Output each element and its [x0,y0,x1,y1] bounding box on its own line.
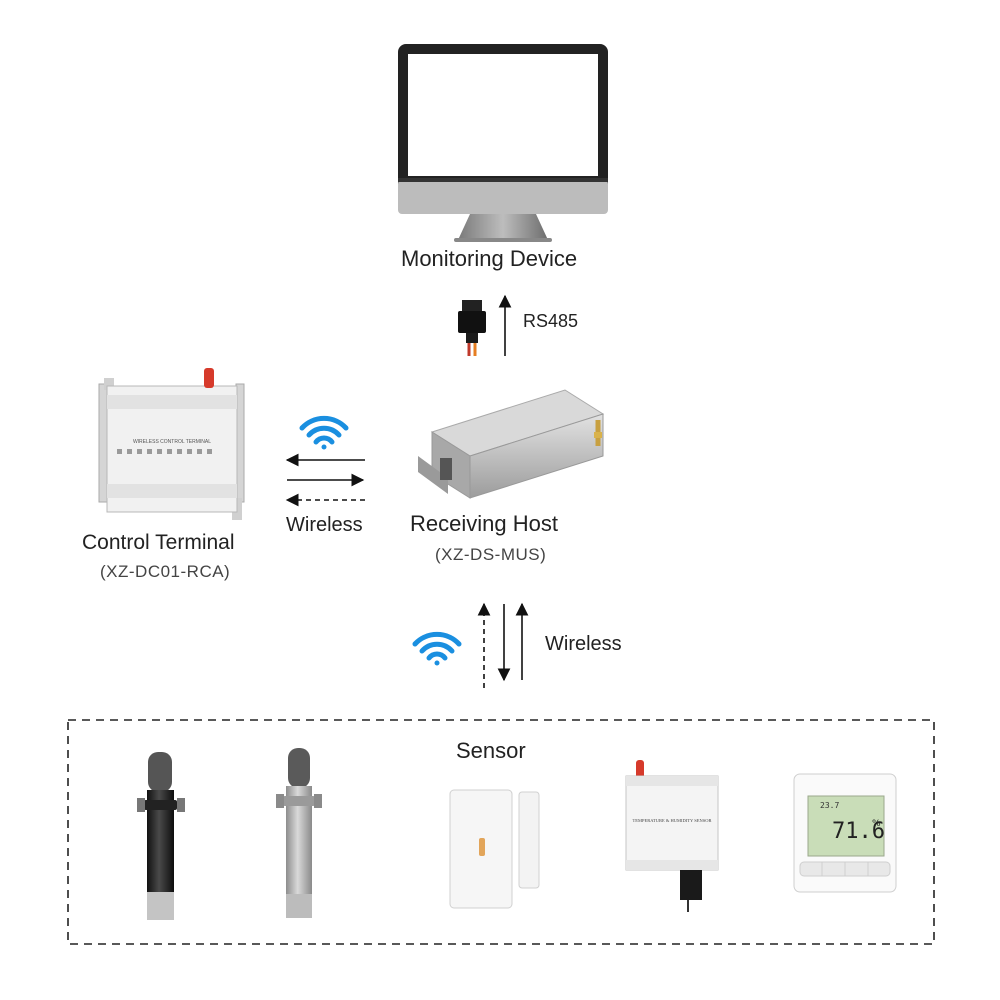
temperature-humidity-sensor [625,760,719,912]
thermostat-temp-readout: 23.7 [820,801,839,810]
terminal-link-label: Wireless [286,514,363,536]
sensor-group-title: Sensor [456,738,526,763]
receiving-host-label: Receiving Host [410,511,558,536]
thermostat-device [793,773,897,893]
rs485-label: RS485 [523,311,579,331]
th-sensor-panel-text: TEMPERATURE & HUMIDITY SENSOR [633,818,712,823]
control-terminal-device [98,368,245,520]
control-terminal-model: (XZ-DC01-RCA) [100,562,231,581]
rs485-connector-icon [458,300,486,356]
control-terminal-panel-text: WIRELESS CONTROL TERMINAL [133,439,211,445]
thermostat-humidity-unit: % [872,819,881,829]
receiving-host-model: (XZ-DS-MUS) [435,545,547,564]
black-probe-sensor [137,752,185,920]
thermostat-humidity-readout: 71.6 [832,819,885,844]
sensor-link-label: Wireless [545,633,622,655]
wifi-icon [299,415,349,450]
monitoring-device-label: Monitoring Device [401,246,578,271]
monitor-icon [398,44,608,242]
silver-probe-sensor [276,748,322,918]
receiving-host-device [418,389,605,499]
wifi-icon [412,631,462,666]
door-contact-sensor [449,789,540,909]
control-terminal-label: Control Terminal [82,531,235,554]
